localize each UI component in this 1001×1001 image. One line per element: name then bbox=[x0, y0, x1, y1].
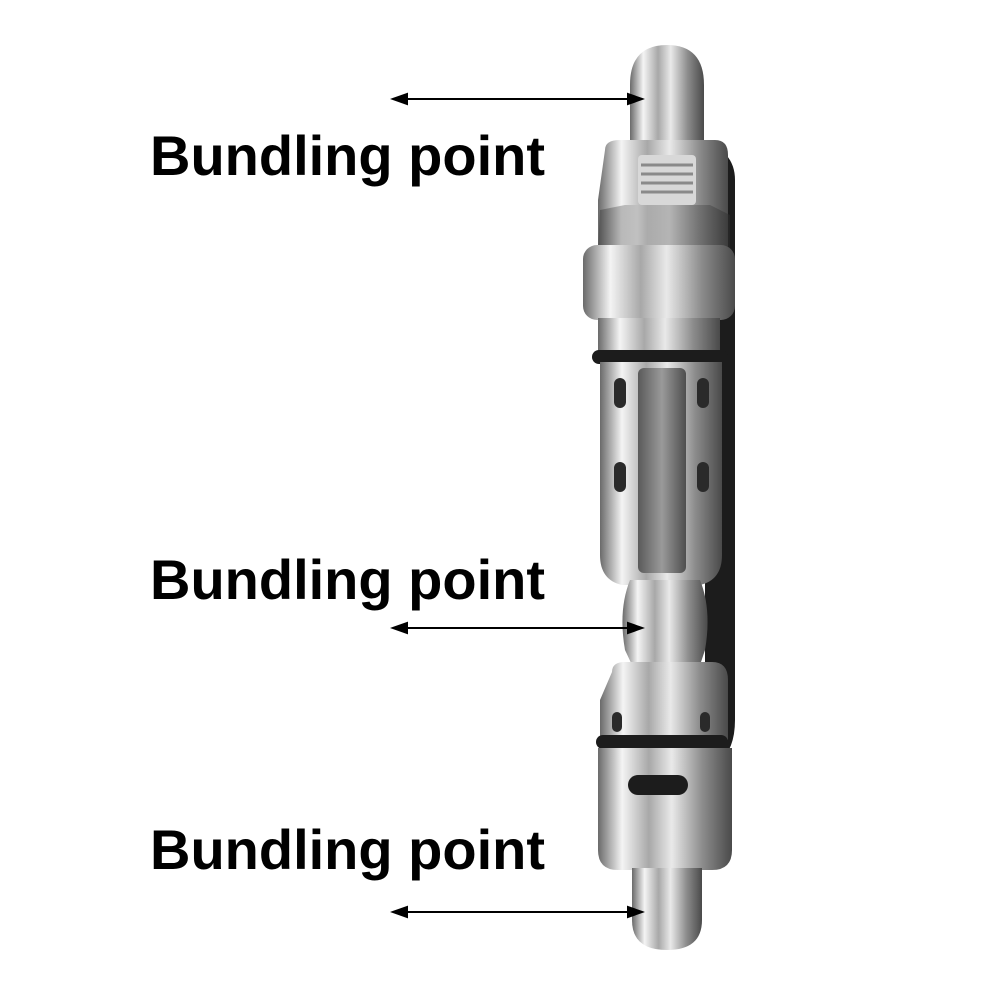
arrow-2 bbox=[390, 621, 645, 635]
bottom-tip bbox=[632, 868, 702, 950]
callout-label-bottom: Bundling point bbox=[150, 818, 545, 881]
ridged-tab bbox=[638, 155, 696, 205]
arrow-1 bbox=[390, 92, 645, 106]
lower-sleeve bbox=[598, 748, 732, 870]
upper-sleeve bbox=[583, 245, 735, 320]
body-slots bbox=[614, 378, 709, 492]
arrow-3 bbox=[390, 905, 645, 919]
middle-waist bbox=[622, 580, 708, 665]
lower-clip-head bbox=[600, 662, 728, 740]
lower-o-ring bbox=[596, 735, 728, 749]
top-tip bbox=[630, 45, 704, 140]
lower-sleeve-slot bbox=[628, 775, 688, 795]
callout-label-middle: Bundling point bbox=[150, 548, 545, 611]
callout-label-top: Bundling point bbox=[150, 124, 545, 187]
center-insert bbox=[638, 368, 686, 573]
upper-o-ring bbox=[592, 350, 728, 364]
